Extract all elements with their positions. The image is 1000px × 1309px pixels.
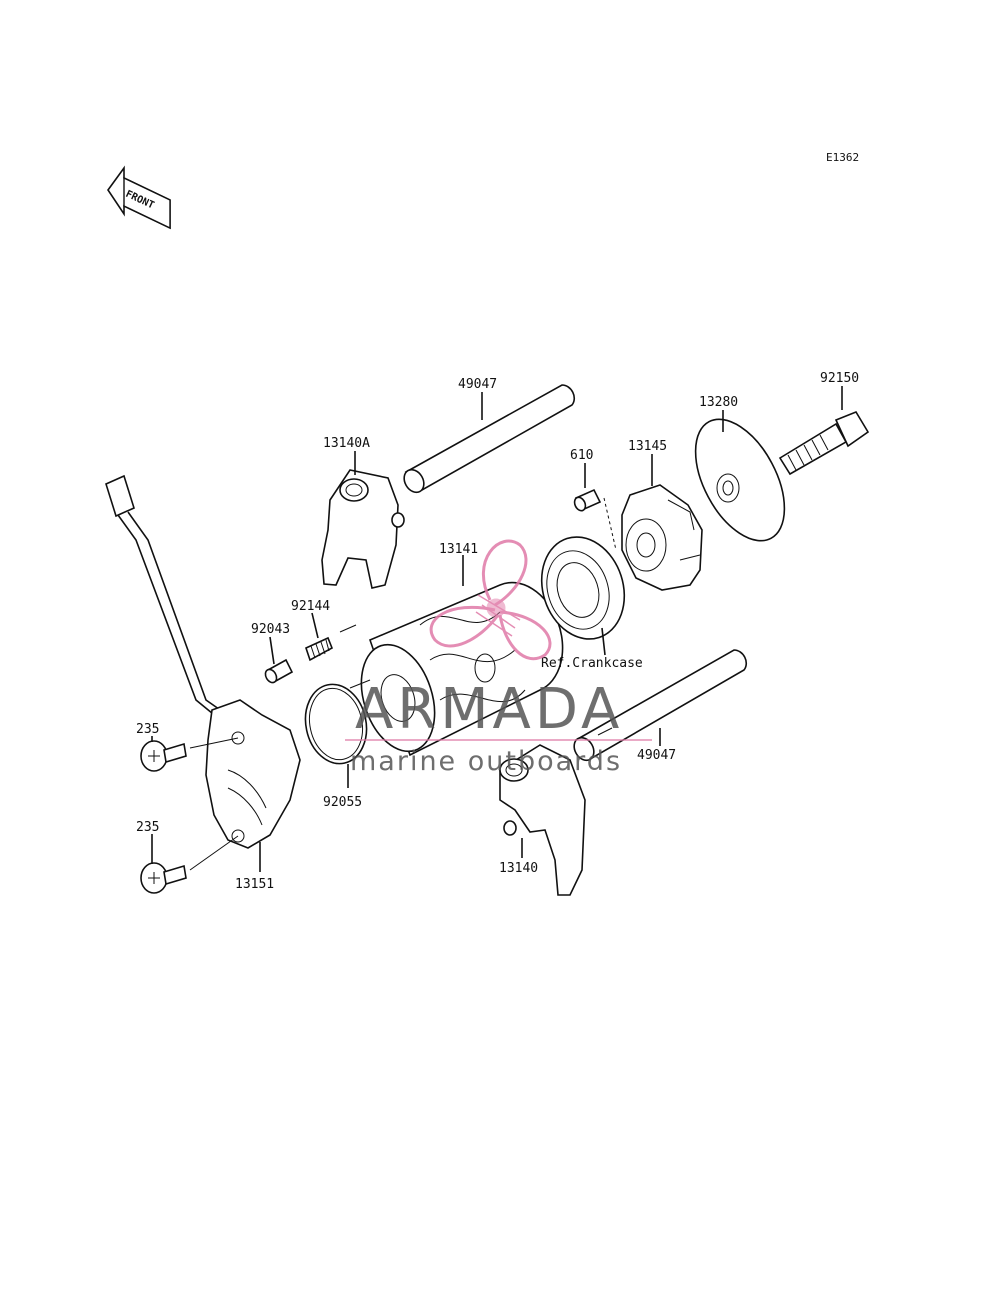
label-sensor: 13151: [235, 877, 274, 892]
label-shift-drum: 13141: [439, 542, 478, 557]
o-ring-part: [304, 683, 368, 765]
pin-small-part: [264, 658, 294, 684]
label-pin: 610: [570, 448, 593, 463]
reference-note: Ref.Crankcase: [541, 656, 643, 671]
spring-part: [305, 636, 334, 662]
shift-fork-a-part: [321, 469, 405, 589]
label-holder: 13145: [628, 439, 667, 454]
sensor-part: [105, 474, 301, 849]
label-spring: 92144: [291, 599, 330, 614]
label-bolt: 92150: [820, 371, 859, 386]
propeller-logo-icon: [429, 539, 552, 661]
label-o-ring: 92055: [323, 795, 362, 810]
label-cam-plate: 13280: [699, 395, 738, 410]
label-shaft-upper: 49047: [458, 377, 497, 392]
shaft-upper-part: [403, 384, 576, 494]
label-screw-upper: 235: [136, 722, 159, 737]
label-shift-fork-a: 13140A: [323, 436, 370, 451]
shift-drum-part: [360, 581, 564, 757]
diagram-code: E1362: [826, 151, 859, 164]
shift-fork-part: [499, 744, 586, 896]
front-arrow-icon: FRONT: [107, 165, 171, 230]
label-shift-fork: 13140: [499, 861, 538, 876]
watermark-brand: ARMADA: [355, 677, 623, 742]
shaft-lower-part: [573, 649, 748, 762]
bolt-part: [778, 411, 870, 476]
leader-lines: [151, 386, 843, 872]
cam-plate-part: [694, 418, 786, 542]
screw-upper-part: [140, 740, 187, 772]
holder-part: [621, 484, 703, 591]
label-pin-small: 92043: [251, 622, 290, 637]
label-screw-lower: 235: [136, 820, 159, 835]
screw-lower-part: [140, 862, 187, 894]
bearing-part: [540, 536, 626, 640]
watermark-tagline: marine outboards: [350, 746, 622, 777]
watermark: ARMADA marine outboards: [345, 539, 652, 777]
label-shaft-lower: 49047: [637, 748, 676, 763]
pin-part: [573, 488, 602, 512]
